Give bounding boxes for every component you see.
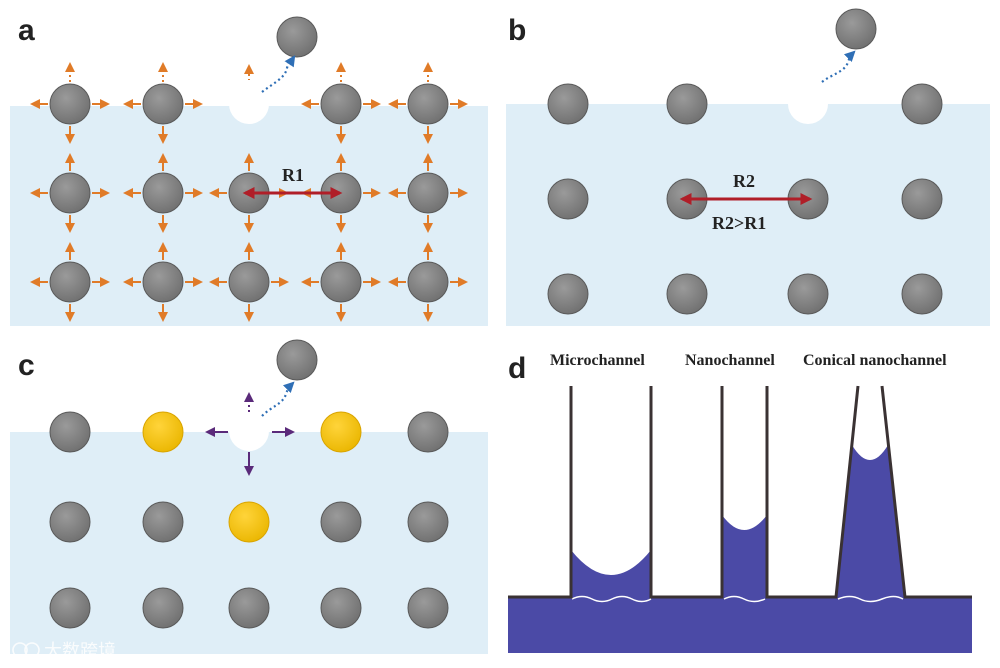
particle [407,587,449,629]
particle [320,261,362,303]
gold-particle [320,411,362,453]
watermark-text: 大数跨境 [44,641,116,662]
nanochannel-liquid [722,515,767,600]
panel-letter-b: b [508,14,526,47]
escaping-particle [276,16,318,58]
particle [49,261,91,303]
particle-lattice [49,411,449,629]
particle [142,501,184,543]
particle [228,587,270,629]
particle [787,273,829,315]
particle [547,83,589,125]
particle [142,261,184,303]
particle [49,172,91,214]
particle [49,411,91,453]
panel-a: a R1 [10,14,488,326]
gold-particle [228,501,270,543]
escape-path [261,381,295,417]
liquid-reservoir [508,597,972,653]
particle [666,273,708,315]
label-nanochannel: Nanochannel [685,352,775,369]
particle [407,83,449,125]
escaping-particle [276,339,318,381]
panel-c: c [10,339,488,654]
channel-walls [508,385,972,599]
r1-label: R1 [282,165,304,185]
particle [407,172,449,214]
label-conical-nanochannel: Conical nanochannel [803,352,947,369]
panel-letter-c: c [18,349,35,382]
particle [49,501,91,543]
gold-particle [142,411,184,453]
panel-b: b R2 R2>R1 [506,8,990,326]
panel-d: d Microchannel Nanochannel Conical nanoc… [508,352,972,653]
particle [407,501,449,543]
interface-line [571,595,652,603]
interface-line [837,595,904,603]
particle [547,273,589,315]
particle-lattice [49,83,449,303]
r2-label: R2 [733,171,755,191]
particle [142,172,184,214]
particle [320,587,362,629]
panel-letter-d: d [508,352,526,385]
particle [320,501,362,543]
watermark: 大数跨境 [12,641,116,662]
panel-letter-a: a [18,14,35,47]
particle [901,273,943,315]
escaping-particle [835,8,877,50]
escape-path [821,50,856,83]
particle [228,261,270,303]
particle [142,587,184,629]
particle [666,83,708,125]
co-logo-icon [12,642,40,658]
r2-gt-r1-label: R2>R1 [712,213,766,233]
particle [142,83,184,125]
particle [547,178,589,220]
particle [49,83,91,125]
bond-arrows [30,62,468,322]
particle [407,261,449,303]
conical-liquid [836,445,905,600]
particle [320,83,362,125]
particle [901,83,943,125]
particle [407,411,449,453]
microchannel-liquid [571,550,651,600]
particle [901,178,943,220]
particle [49,587,91,629]
escape-path [261,55,296,93]
interface-line [723,595,766,603]
label-microchannel: Microchannel [550,352,645,369]
